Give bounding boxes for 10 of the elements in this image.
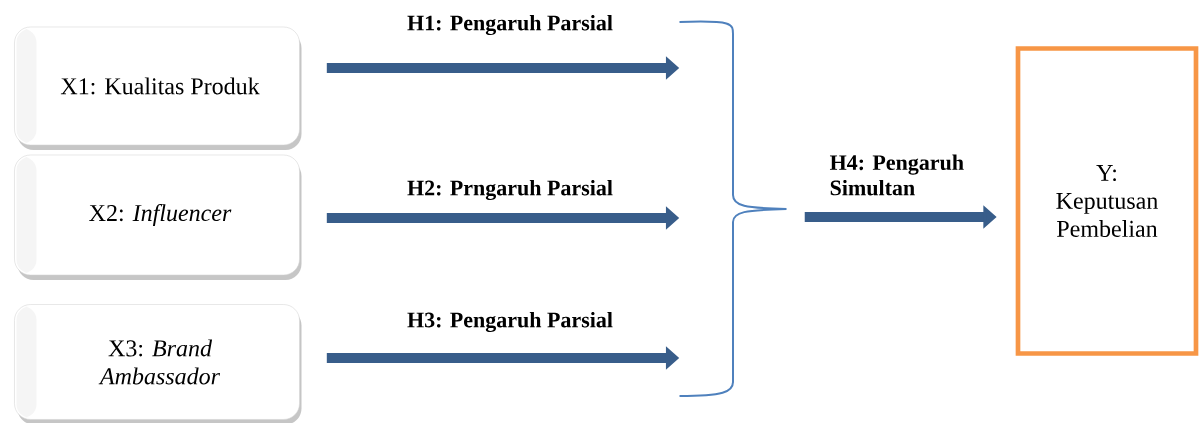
node-label: X3: Brand Ambassador [98,339,221,385]
brace [678,20,788,397]
edge-label: H2: Prngaruh Parsial [407,179,613,201]
edge-label: H1: Pengaruh Parsial [407,14,613,36]
variable-box: X3: Brand Ambassador [14,304,302,423]
edge-label: H3: Pengaruh Parsial [407,311,613,333]
variable-box: X1: Kualitas Produk [14,26,302,150]
variable-box: X2: Influencer [14,154,302,280]
variable-box: Y: Keputusan Pembelian [1015,46,1199,356]
edge-label: H4: Pengaruh Simultan [830,154,964,196]
